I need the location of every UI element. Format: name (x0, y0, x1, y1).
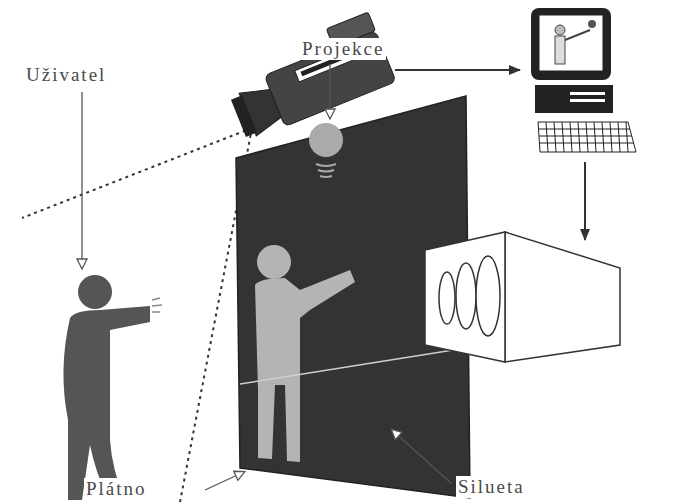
silhouette-label: Silueta (456, 476, 527, 498)
floor-line (240, 348, 466, 384)
leader-line (329, 64, 330, 118)
camera (220, 12, 396, 141)
key-divider (578, 122, 580, 152)
user-label: Uživatel (24, 64, 108, 86)
silhouette (255, 245, 355, 462)
leader-line (205, 472, 244, 490)
key-divider (626, 122, 628, 152)
leader-line (81, 92, 82, 268)
projector (425, 232, 620, 362)
user-figure (63, 275, 150, 500)
motion-marks (152, 298, 162, 312)
key-divider (554, 122, 556, 152)
key-divider (610, 122, 612, 152)
signal-arrow (395, 69, 520, 71)
screen-label: Plátno (84, 478, 149, 500)
key-divider (618, 122, 620, 152)
projected-ball (309, 123, 343, 157)
key-divider (546, 122, 548, 152)
view-line (22, 128, 252, 218)
projection-label: Projekce (300, 38, 386, 60)
key-divider (562, 122, 564, 152)
signal-arrow (584, 162, 586, 240)
key-divider (594, 122, 596, 152)
key-divider (602, 122, 604, 152)
computer (531, 8, 636, 152)
leader-line (392, 430, 452, 484)
key-divider (570, 122, 572, 152)
motion-marks (316, 164, 336, 177)
key-divider (586, 122, 588, 152)
